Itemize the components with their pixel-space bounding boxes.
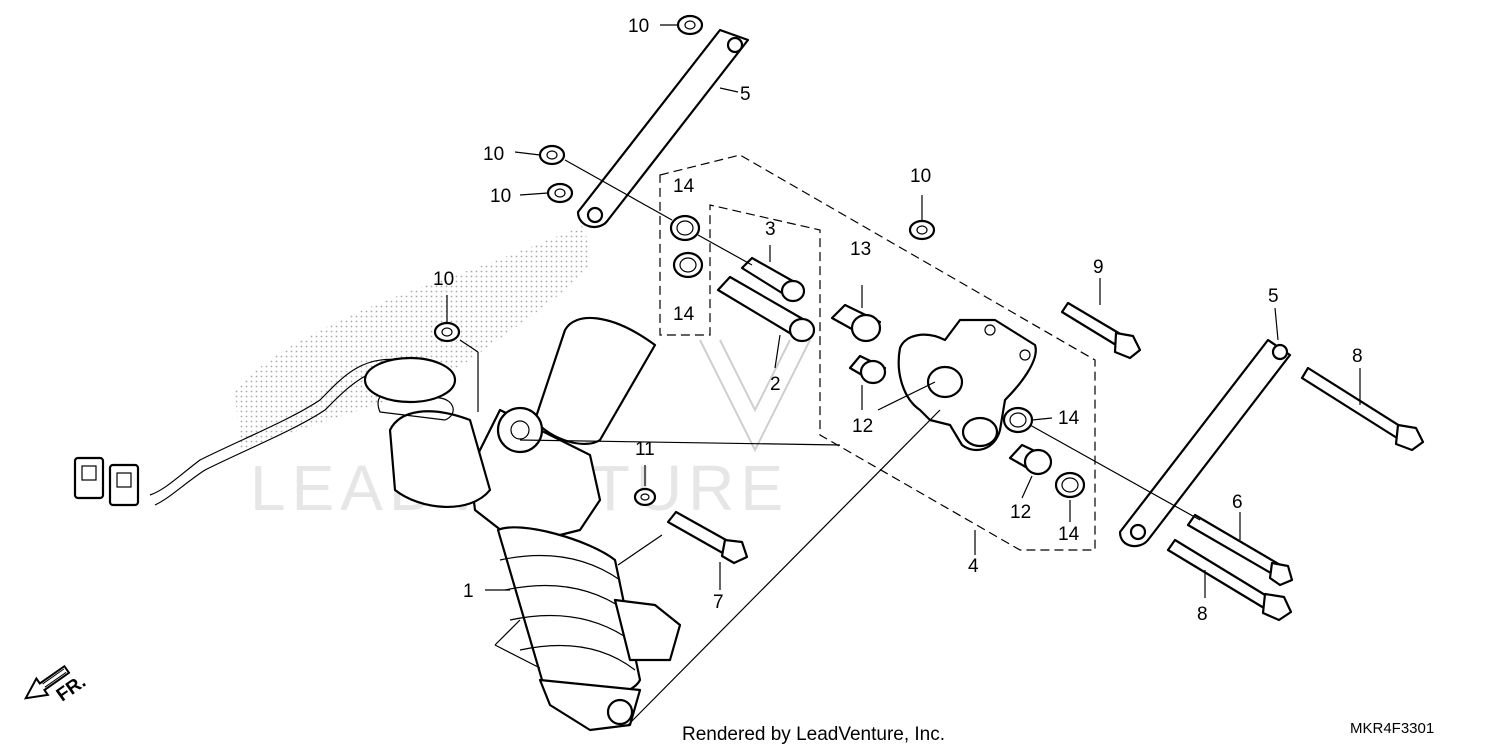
callout-10: 10 <box>490 186 511 207</box>
callout-14: 14 <box>673 304 695 325</box>
seal-14-c <box>1002 406 1034 434</box>
frame-shading <box>235 225 590 450</box>
callout-8: 8 <box>1197 604 1208 625</box>
footer-credit: Rendered by LeadVenture, Inc. <box>682 724 945 745</box>
callout-7: 7 <box>713 592 724 613</box>
callout-11: 11 <box>635 439 655 460</box>
seal-14-a <box>669 214 701 242</box>
nut-10-e <box>908 219 936 241</box>
nut-10-b <box>538 144 566 166</box>
pipe-2 <box>716 275 816 343</box>
callout-5: 5 <box>1268 286 1279 307</box>
callout-13: 13 <box>850 239 871 260</box>
bolt-9 <box>1060 301 1142 360</box>
link-right <box>1118 338 1292 548</box>
callout-10: 10 <box>628 16 649 37</box>
callout-14: 14 <box>1058 524 1080 545</box>
callout-labels: 10 5 10 10 14 14 3 2 13 12 10 10 9 5 8 1… <box>433 16 1363 625</box>
shock-absorber-1 <box>377 316 682 732</box>
callout-4: 4 <box>968 556 979 577</box>
callout-14: 14 <box>673 176 695 197</box>
seal-14-d <box>1054 471 1086 499</box>
callout-6: 6 <box>1232 492 1243 513</box>
nut-10-d <box>433 321 461 343</box>
bearing-12-b <box>1008 443 1053 476</box>
bolt-7 <box>666 510 749 565</box>
front-direction-arrow-icon <box>23 664 71 700</box>
bolt-8-lower <box>1166 538 1293 622</box>
callout-2: 2 <box>770 374 781 395</box>
callout-10: 10 <box>433 269 454 290</box>
bolt-6 <box>1186 513 1294 587</box>
nut-10-c <box>546 182 574 204</box>
callout-10: 10 <box>910 166 931 187</box>
nut-10-a <box>676 14 704 36</box>
callout-5: 5 <box>740 84 751 105</box>
callout-1: 1 <box>463 581 474 602</box>
collar-3 <box>740 256 806 303</box>
wire-harness <box>73 356 457 507</box>
leader-lines <box>446 24 1361 726</box>
callout-3: 3 <box>765 219 776 240</box>
seal-14-b <box>672 251 704 279</box>
callout-9: 9 <box>1093 257 1104 278</box>
diagram-code: MKR4F3301 <box>1350 720 1434 737</box>
bearing-12-a <box>848 354 887 385</box>
callout-8: 8 <box>1352 346 1363 367</box>
callout-10: 10 <box>483 144 504 165</box>
washer-11 <box>633 487 657 507</box>
callout-14: 14 <box>1058 408 1080 429</box>
bolt-8-upper <box>1300 366 1425 452</box>
callout-12: 12 <box>1010 502 1031 523</box>
link-upper <box>576 28 750 229</box>
bearing-13 <box>830 303 882 343</box>
callout-12: 12 <box>852 416 873 437</box>
arm-assembly-outline <box>659 154 1096 551</box>
